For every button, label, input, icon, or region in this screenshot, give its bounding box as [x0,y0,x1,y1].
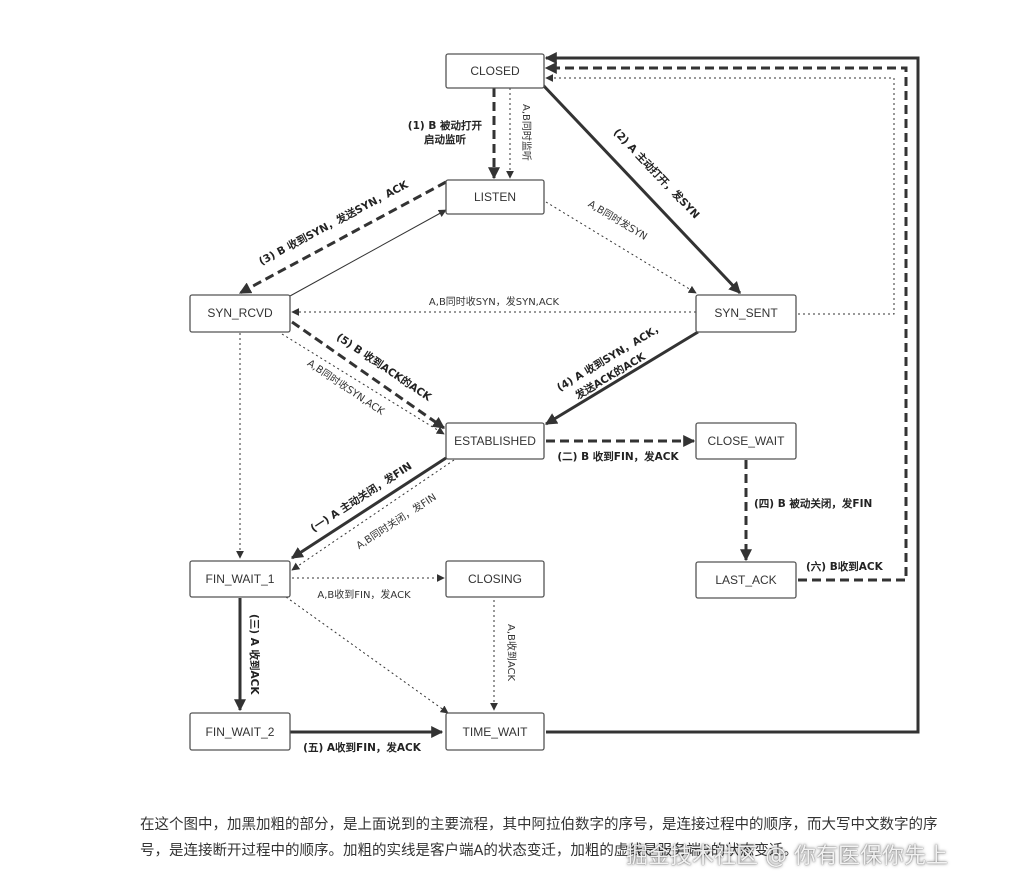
state-established: ESTABLISHED [445,422,545,460]
state-syn-sent: SYN_SENT [695,294,797,333]
edge-ab-send-syn [545,201,697,294]
edge-rcvd-to-listen [289,209,447,297]
state-close-wait: CLOSE_WAIT [695,422,797,460]
state-listen: LISTEN [445,179,545,215]
label-b-recv-fin: (二) B 收到FIN，发ACK [557,450,679,463]
state-closed: CLOSED [445,53,545,89]
tcp-state-diagram: CLOSED LISTEN SYN_RCVD SYN_SENT ESTABLIS… [189,52,920,754]
label-b-passive-close: (四) B 被动关闭，发FIN [754,497,872,510]
edge-sent-to-closed [545,74,895,315]
caption-text: 在这个图中，加黑加粗的部分，是上面说到的主要流程，其中阿拉伯数字的序号，是连接过… [140,817,938,859]
state-fin-wait-2: FIN_WAIT_2 [189,712,291,751]
label-b-recv-ack-final: (六) B收到ACK [806,560,884,573]
state-syn-rcvd: SYN_RCVD [189,294,291,333]
edge-finwait1-to-timewait [285,596,449,714]
svg-text:ESTABLISHED: ESTABLISHED [454,434,536,448]
edge-b-recv-syn [238,180,447,295]
label-a-recv-ack: (三) A 收到ACK [248,614,261,695]
svg-text:SYN_RCVD: SYN_RCVD [207,306,273,320]
watermark: 掘金技术社区 @ 你有医保你先上 [626,844,948,869]
label-ab-recv-ack: A,B收到ACK [505,624,518,682]
edge-b-recv-ack-final [544,62,908,582]
label-b-passive-open-1: (1) B 被动打开 [408,119,483,132]
state-last-ack: LAST_ACK [695,561,797,599]
state-time-wait: TIME_WAIT [445,712,545,751]
edge-a-active-open [540,82,742,295]
label-b-passive-open-2: 启动监听 [424,133,466,146]
edge-b-recv-ack [291,320,445,430]
state-closing: CLOSING [445,560,545,598]
label-ab-recv-syn: A,B同时收SYN，发SYN,ACK [429,295,560,308]
svg-text:FIN_WAIT_2: FIN_WAIT_2 [206,725,275,739]
svg-text:CLOSED: CLOSED [470,64,520,78]
state-fin-wait-1: FIN_WAIT_1 [189,560,291,598]
edge-ab-recv-syn-ack [281,333,445,435]
edge-timewait-to-closed [544,52,920,734]
label-b-recv-syn: (3) B 收到SYN，发送SYN，ACK [257,178,411,268]
caption: 在这个图中，加黑加粗的部分，是上面说到的主要流程，其中阿拉伯数字的序号，是连接过… [140,812,960,864]
svg-text:CLOSING: CLOSING [468,572,522,586]
label-ab-listen: A,B同时监听 [520,104,533,161]
edge-a-recv-syn-ack [544,330,699,426]
label-ab-send-syn: A,B同时发SYN [586,197,650,243]
svg-text:SYN_SENT: SYN_SENT [714,306,778,320]
edge-a-active-close [290,456,447,560]
label-ab-recv-fin: A,B收到FIN，发ACK [317,588,411,601]
svg-text:TIME_WAIT: TIME_WAIT [463,725,529,739]
svg-text:LAST_ACK: LAST_ACK [715,573,776,587]
label-a-recv-fin: (五) A收到FIN，发ACK [303,741,422,754]
svg-text:CLOSE_WAIT: CLOSE_WAIT [708,434,786,448]
edge-ab-close [291,459,455,571]
svg-text:FIN_WAIT_1: FIN_WAIT_1 [206,572,275,586]
svg-text:LISTEN: LISTEN [474,190,516,204]
